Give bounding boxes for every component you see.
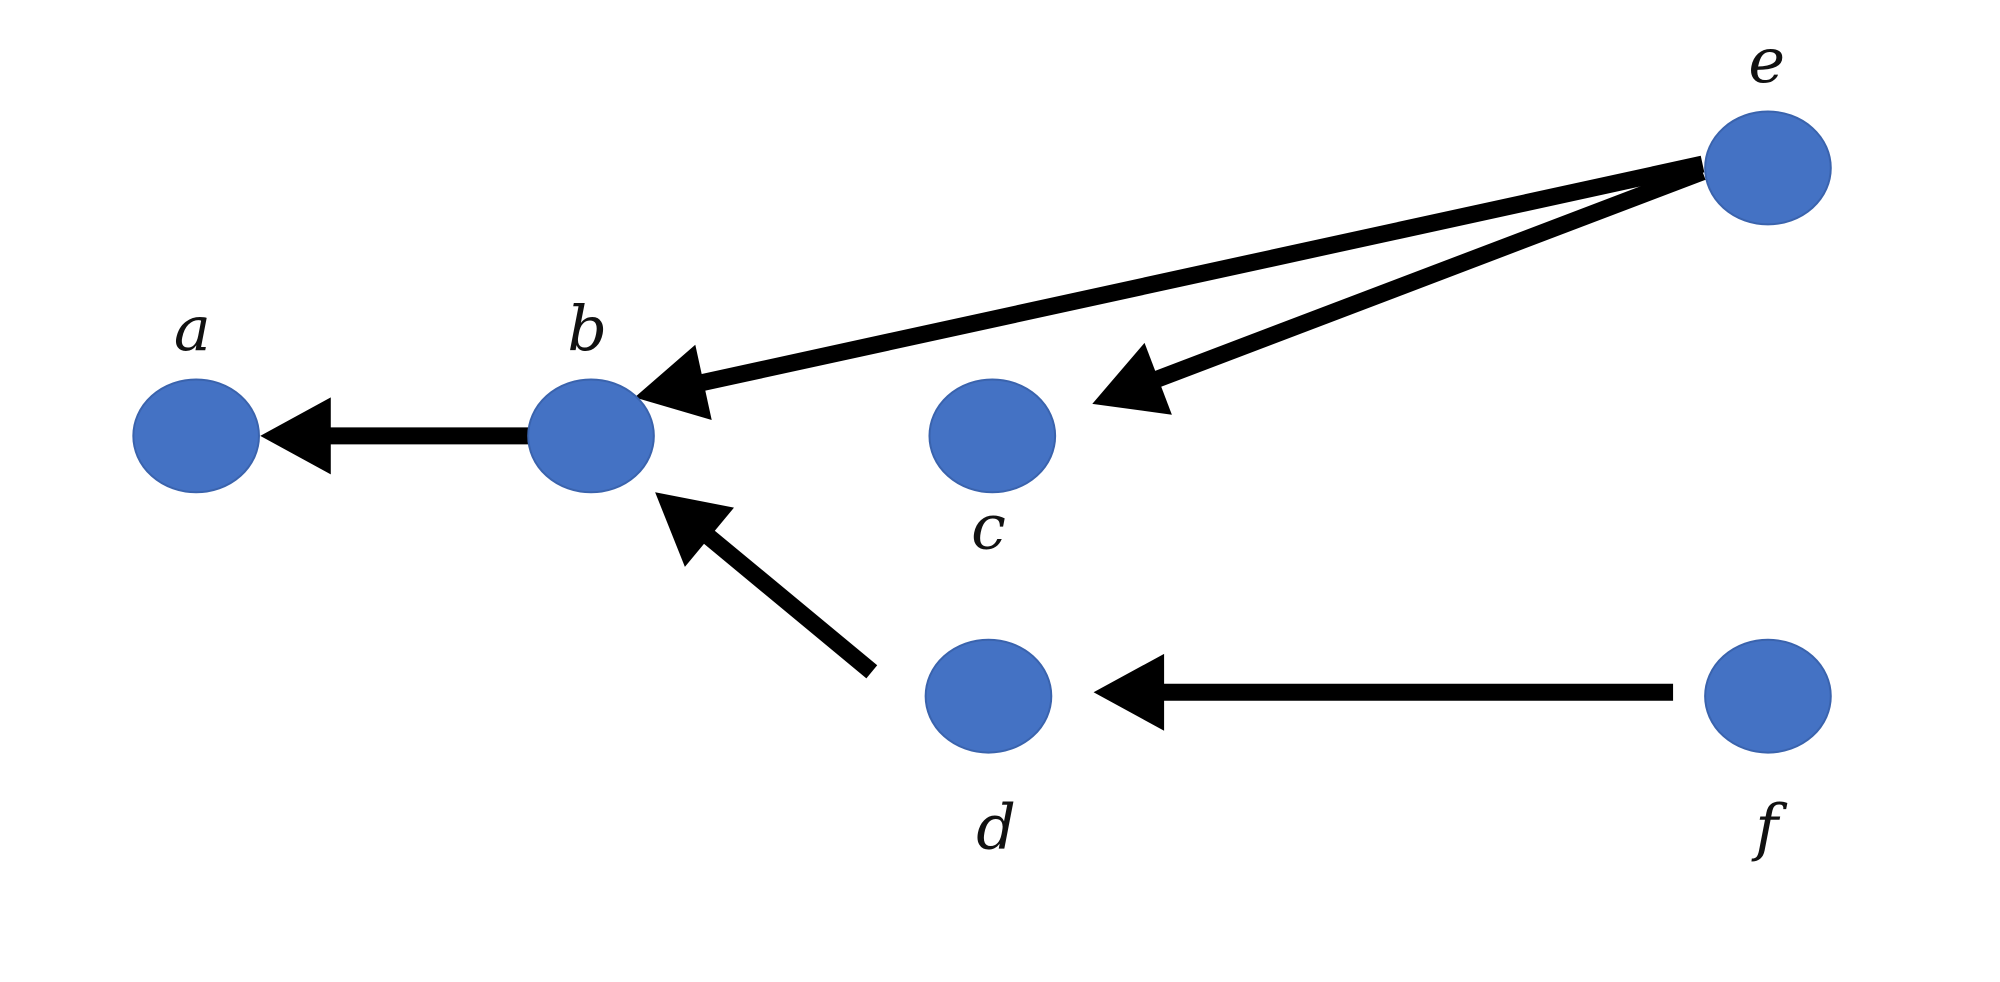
arrowhead-icon [655, 492, 734, 567]
arrowhead-icon [1093, 653, 1165, 731]
edge-line [700, 528, 878, 679]
node-label-e: e [1748, 24, 1785, 97]
node-label-b: b [567, 292, 607, 365]
node-label-d: d [976, 791, 1016, 864]
node-e [1704, 110, 1832, 226]
nodes-layer [132, 110, 1832, 754]
node-c [928, 378, 1057, 494]
node-b [527, 378, 655, 494]
arrowhead-icon [1092, 342, 1172, 415]
node-label-c: c [971, 491, 1006, 564]
edge-f-to-d [1093, 653, 1674, 731]
node-label-f: f [1751, 791, 1788, 864]
edge-d-to-b [655, 492, 878, 679]
edge-e-to-c [1092, 163, 1706, 415]
edge-b-to-a [260, 397, 530, 475]
arrowhead-icon [260, 397, 331, 475]
edge-line [1151, 163, 1706, 389]
node-label-a: a [174, 292, 211, 365]
labels-layer: a b c d e f [174, 24, 1788, 864]
node-d [924, 638, 1053, 754]
edge-line [697, 155, 1705, 392]
node-f [1704, 638, 1832, 754]
arrowhead-icon [634, 344, 712, 420]
edges-layer [260, 155, 1706, 731]
edge-e-to-b [634, 155, 1705, 420]
node-a [132, 378, 260, 494]
